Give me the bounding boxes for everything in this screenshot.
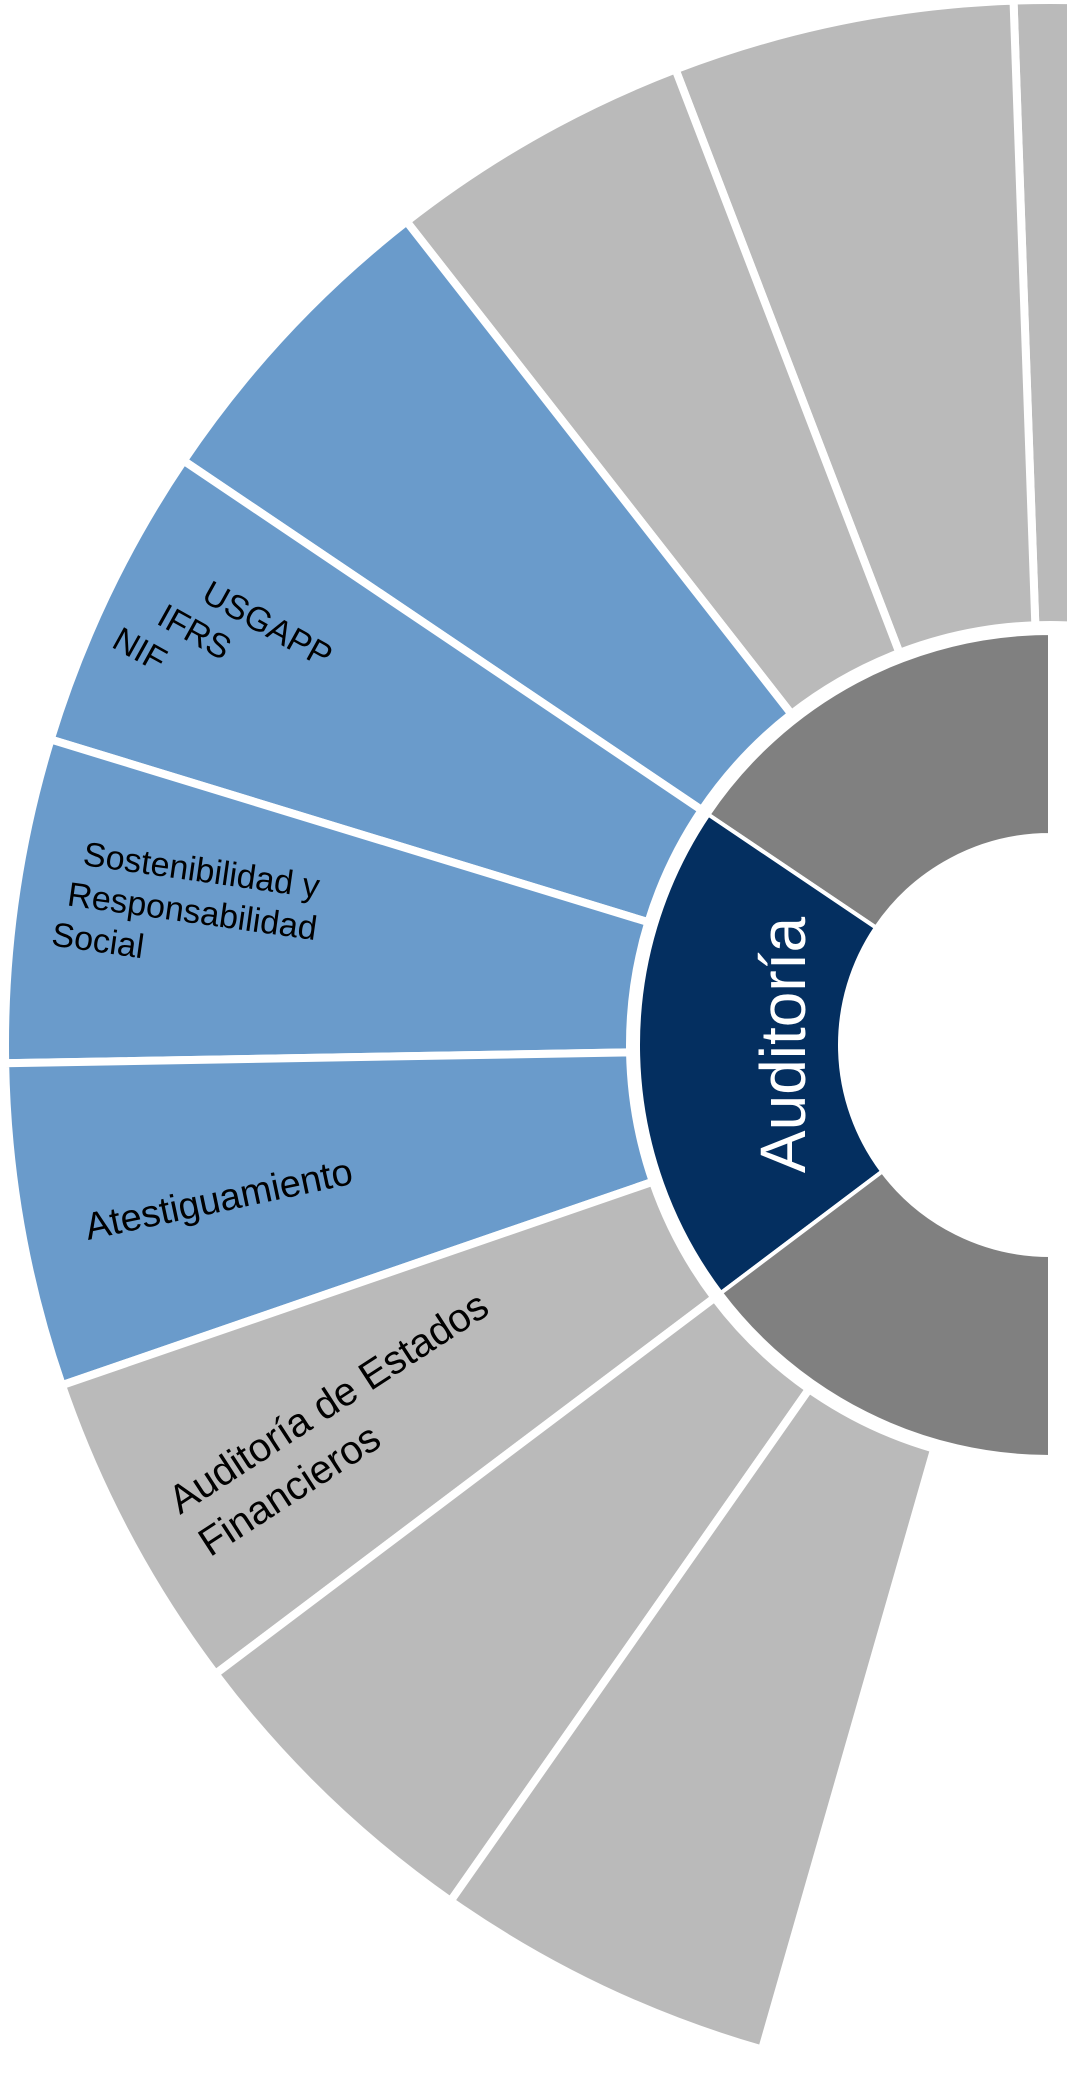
inner-segment-top[interactable]	[705, 630, 1052, 931]
segment-bottom-1[interactable]	[56, 1176, 721, 1680]
center-label: Auditoría	[747, 917, 819, 1174]
inner-ring	[636, 630, 1052, 1460]
segment-atestiguamiento[interactable]	[1, 734, 654, 1068]
segment-top-3[interactable]	[401, 64, 905, 720]
inner-segment-auditoria[interactable]	[636, 811, 886, 1296]
segment-bottom-2[interactable]	[209, 1292, 815, 1907]
segment-normas[interactable]	[178, 215, 798, 816]
segment-sostenibilidad[interactable]	[45, 455, 708, 928]
segment-top-2[interactable]	[670, 0, 1040, 659]
segment-top-1[interactable]	[1009, 0, 1067, 634]
segment-bottom-3[interactable]	[445, 1383, 940, 2055]
inner-segment-bottom[interactable]	[718, 1168, 1052, 1460]
segment-auditoria-estados[interactable]	[1, 1048, 658, 1391]
